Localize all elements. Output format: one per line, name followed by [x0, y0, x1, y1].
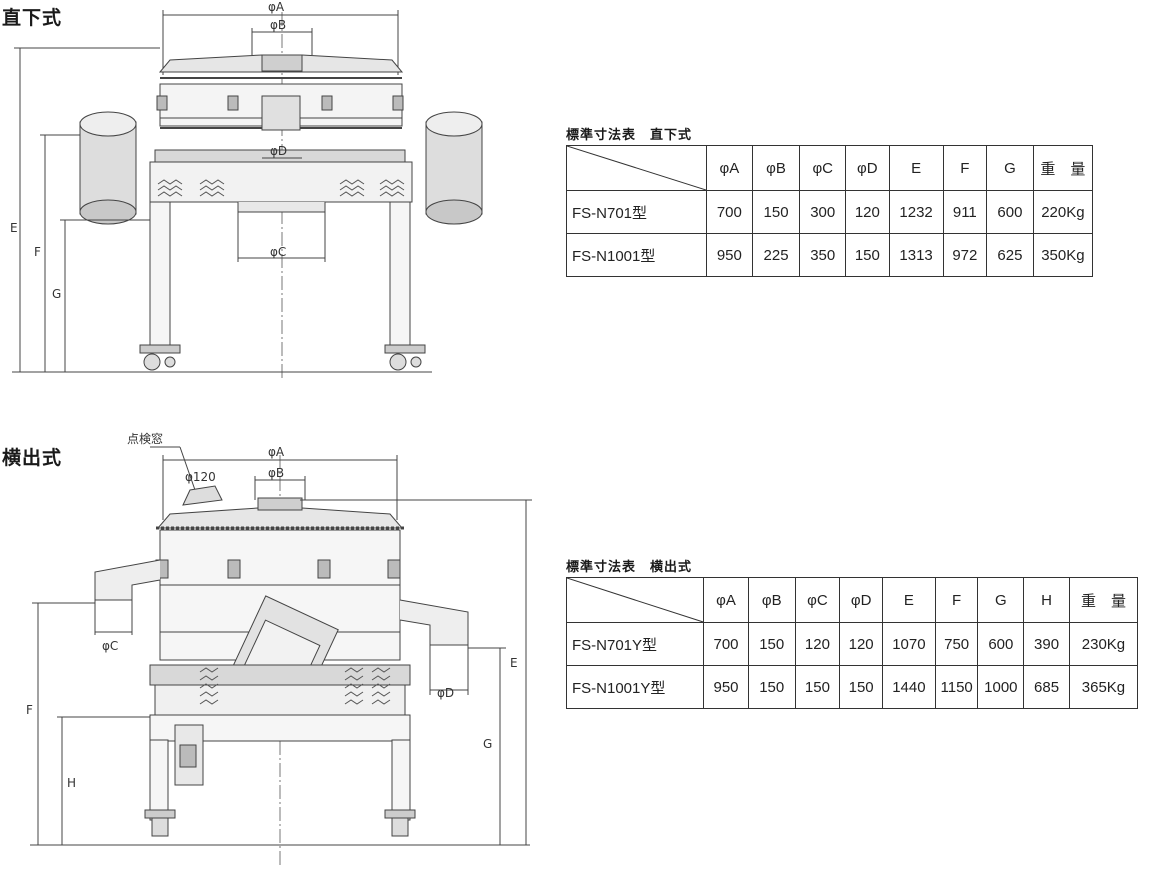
- value-cell: 120: [839, 622, 883, 666]
- value-cell: 750: [934, 622, 979, 666]
- value-cell: 700: [703, 622, 749, 666]
- side-table-header-row: φA φB φC φD E F G H 重 量: [565, 577, 1139, 623]
- table-row: FS-N701Y型 700 150 120 120 1070 750 600 3…: [565, 622, 1139, 666]
- value-cell: 220Kg: [1032, 190, 1094, 234]
- header-cell: E: [888, 145, 944, 191]
- value-cell: 911: [942, 190, 988, 234]
- direct-label-phiD: φD: [270, 144, 287, 158]
- header-cell: E: [881, 577, 936, 623]
- side-label-H: H: [67, 776, 76, 790]
- header-cell: φB: [751, 145, 801, 191]
- corner-cell: [565, 577, 705, 623]
- header-cell: φC: [794, 577, 841, 623]
- value-cell: 150: [747, 622, 796, 666]
- header-cell: φB: [747, 577, 796, 623]
- header-cell: φD: [845, 145, 890, 191]
- side-label-window: 点検窓: [127, 431, 163, 446]
- corner-cell: [565, 145, 708, 191]
- model-cell: FS-N1001Y型: [565, 665, 705, 709]
- side-label-G: G: [483, 737, 492, 751]
- value-cell: 600: [986, 190, 1034, 234]
- value-cell: 700: [706, 190, 753, 234]
- table-row: FS-N1001型 950 225 350 150 1313 972 625 3…: [565, 233, 1094, 277]
- value-cell: 600: [977, 622, 1025, 666]
- side-type-drawing: 点検窓 φ120 φA φB φC φD E F G H: [26, 431, 532, 868]
- value-cell: 685: [1023, 665, 1070, 709]
- side-section-title: 横出式: [2, 447, 63, 469]
- header-cell: F: [942, 145, 988, 191]
- table-row: FS-N1001Y型 950 150 150 150 1440 1150 100…: [565, 665, 1139, 709]
- side-table-title: 標準寸法表 横出式: [566, 560, 693, 575]
- side-label-phiA: φA: [268, 445, 285, 459]
- value-cell: 1000: [977, 665, 1025, 709]
- header-cell: 重 量: [1068, 577, 1139, 623]
- value-cell: 1440: [881, 665, 936, 709]
- header-cell: G: [977, 577, 1025, 623]
- value-cell: 230Kg: [1068, 622, 1139, 666]
- value-cell: 972: [942, 233, 988, 277]
- value-cell: 150: [751, 190, 801, 234]
- value-cell: 1070: [881, 622, 936, 666]
- direct-spec-table: φA φB φC φD E F G 重 量 FS-N701型 700 150 3…: [565, 145, 1094, 277]
- value-cell: 120: [794, 622, 841, 666]
- table-row: FS-N701型 700 150 300 120 1232 911 600 22…: [565, 190, 1094, 234]
- value-cell: 150: [845, 233, 890, 277]
- direct-label-phiB: φB: [270, 18, 286, 32]
- side-label-phiD: φD: [437, 686, 454, 700]
- model-cell: FS-N701Y型: [565, 622, 705, 666]
- side-label-phiC: φC: [102, 639, 118, 653]
- direct-table-title: 標準寸法表 直下式: [566, 128, 693, 143]
- side-label-phi120: φ120: [185, 470, 216, 484]
- header-cell: φC: [799, 145, 847, 191]
- value-cell: 1150: [934, 665, 979, 709]
- side-label-phiB: φB: [268, 466, 284, 480]
- direct-section-title: 直下式: [2, 7, 63, 29]
- value-cell: 300: [799, 190, 847, 234]
- value-cell: 150: [794, 665, 841, 709]
- value-cell: 225: [751, 233, 801, 277]
- value-cell: 350Kg: [1032, 233, 1094, 277]
- value-cell: 1313: [888, 233, 944, 277]
- header-cell: 重 量: [1032, 145, 1094, 191]
- value-cell: 120: [845, 190, 890, 234]
- direct-label-phiC: φC: [270, 245, 286, 259]
- direct-label-E: E: [10, 221, 18, 235]
- side-label-F: F: [26, 703, 33, 717]
- header-cell: H: [1023, 577, 1070, 623]
- value-cell: 950: [706, 233, 753, 277]
- value-cell: 390: [1023, 622, 1070, 666]
- side-spec-table: φA φB φC φD E F G H 重 量 FS-N701Y型 700 15…: [565, 577, 1139, 709]
- value-cell: 1232: [888, 190, 944, 234]
- value-cell: 950: [703, 665, 749, 709]
- header-cell: G: [986, 145, 1034, 191]
- header-cell: φA: [706, 145, 753, 191]
- direct-table-header-row: φA φB φC φD E F G 重 量: [565, 145, 1094, 191]
- direct-label-F: F: [34, 245, 41, 259]
- value-cell: 150: [839, 665, 883, 709]
- value-cell: 150: [747, 665, 796, 709]
- direct-label-phiA: φA: [268, 0, 285, 14]
- value-cell: 625: [986, 233, 1034, 277]
- model-cell: FS-N1001型: [565, 233, 708, 277]
- header-cell: φA: [703, 577, 749, 623]
- direct-type-drawing: φA φB φD φC E F G: [10, 0, 483, 378]
- direct-label-G: G: [52, 287, 61, 301]
- value-cell: 350: [799, 233, 847, 277]
- model-cell: FS-N701型: [565, 190, 708, 234]
- header-cell: F: [934, 577, 979, 623]
- header-cell: φD: [839, 577, 883, 623]
- side-label-E: E: [510, 656, 518, 670]
- value-cell: 365Kg: [1068, 665, 1139, 709]
